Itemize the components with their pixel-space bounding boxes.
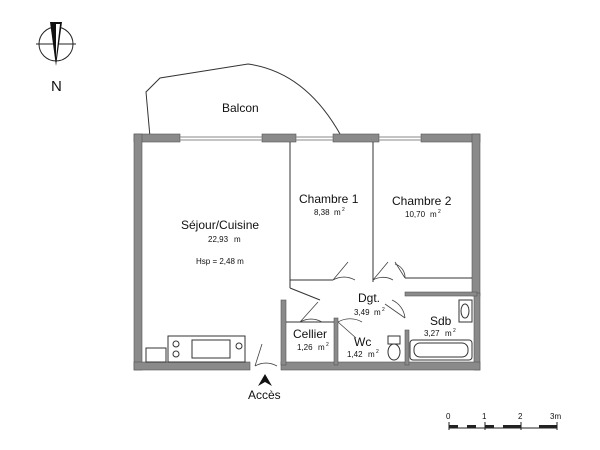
- scale-label-2: 2: [518, 412, 523, 421]
- kitchen-counter: [167, 335, 246, 363]
- doors: [254, 261, 406, 367]
- chambre1-name: Chambre 1: [299, 192, 359, 206]
- wc-name: Wc: [354, 335, 371, 349]
- sejour-labels: Séjour/Cuisine 22,93 m Hsp = 2,48 m: [181, 218, 259, 266]
- sdb-area-sup: 2: [453, 328, 456, 334]
- chambre2-area-unit: m: [430, 210, 437, 219]
- wall-partition-cellier: [280, 299, 287, 366]
- burner-icon-2: [172, 350, 180, 358]
- scale-segment-3: [503, 425, 521, 428]
- sejour-area-unit: m: [234, 235, 241, 244]
- chambre2-labels: Chambre 2 10,70 m 2: [392, 194, 452, 219]
- scale-label-0: 0: [446, 412, 451, 421]
- door-c2-right: [394, 261, 406, 279]
- appliance-icon: [235, 342, 243, 350]
- sdb-name: Sdb: [430, 314, 452, 328]
- sdb-labels: Sdb 3,27 m 2: [424, 314, 456, 338]
- chambre1-area-value: 8,38: [314, 208, 330, 217]
- balcony-outline: [145, 63, 341, 138]
- kitchen: [145, 335, 246, 363]
- bathtub: [409, 339, 473, 361]
- door-c1: [332, 261, 356, 281]
- washbasin-bowl: [460, 303, 470, 319]
- wall-top-c1c2: [332, 133, 380, 143]
- washbasin: [458, 299, 473, 323]
- windows: [180, 136, 421, 141]
- partition-hall: [289, 287, 321, 301]
- north-label: N: [51, 78, 62, 95]
- wc-labels: Wc 1,42 m 2: [347, 335, 379, 359]
- wall-bottom-left: [133, 361, 251, 371]
- sejour-height-note: Hsp = 2,48 m: [196, 257, 244, 266]
- sejour-area-value: 22,93: [208, 235, 229, 244]
- dgt-area-sup: 2: [382, 307, 385, 313]
- wc-area-unit: m: [368, 350, 375, 359]
- door-entrance: [254, 343, 278, 367]
- dgt-area-unit: m: [374, 308, 381, 317]
- cellier-area-sup: 2: [326, 342, 329, 348]
- wc-area-value: 1,42: [347, 350, 363, 359]
- entrance-arrow-icon: [258, 374, 272, 386]
- scale-bar: 0 1 2 3m: [446, 412, 561, 430]
- toilet-bowl: [387, 343, 401, 361]
- burner-icon: [172, 340, 180, 348]
- chambre1-area-sup: 2: [342, 207, 345, 213]
- scale-label-1: 1: [482, 412, 487, 421]
- chambre2-area-sup: 2: [438, 209, 441, 215]
- entrance-label: Accès: [248, 388, 281, 402]
- sejour-name: Séjour/Cuisine: [181, 218, 259, 232]
- door-wc: [337, 318, 363, 339]
- compass: N: [36, 22, 76, 95]
- door-sdb: [384, 299, 406, 319]
- wall-right-lower: [473, 292, 481, 371]
- chambre2-name: Chambre 2: [392, 194, 452, 208]
- balcony-railing: [145, 63, 341, 138]
- wall-partition-wc: [333, 317, 339, 366]
- wall-top-right: [420, 133, 481, 143]
- kitchen-sink: [191, 339, 231, 359]
- entrance: Accès: [248, 374, 281, 402]
- cellier-area-unit: m: [318, 343, 325, 352]
- scale-segment-0: [449, 425, 458, 428]
- dgt-labels: Dgt. 3,49 m 2: [354, 291, 385, 317]
- bathroom-fixtures: [387, 299, 473, 361]
- balcon-label: Balcon: [222, 101, 259, 115]
- north-arrow-highlight: [56, 24, 60, 58]
- wall-bottom-right: [280, 361, 481, 371]
- dgt-name: Dgt.: [358, 291, 380, 305]
- wall-partition-sdb-top: [404, 291, 478, 297]
- scale-segment-2: [485, 425, 494, 428]
- bathtub-inner: [413, 342, 469, 358]
- cellier-name: Cellier: [293, 327, 327, 341]
- scale-label-3: 3m: [550, 412, 561, 421]
- partitions: [286, 142, 472, 323]
- wall-left: [133, 133, 143, 371]
- chambre1-area-unit: m: [334, 208, 341, 217]
- chambre1-labels: Chambre 1 8,38 m 2: [299, 192, 359, 217]
- fridge: [145, 347, 167, 363]
- wall-right: [471, 133, 481, 297]
- sdb-area-value: 3,27: [424, 329, 440, 338]
- door-cellier: [299, 301, 323, 323]
- sdb-area-unit: m: [445, 329, 452, 338]
- dgt-area-value: 3,49: [354, 308, 370, 317]
- toilet-tank: [387, 335, 401, 345]
- chambre2-area-value: 10,70: [405, 210, 426, 219]
- cellier-area-value: 1,26: [297, 343, 313, 352]
- scale-segment-1: [467, 425, 476, 428]
- door-c2: [372, 261, 394, 281]
- wall-top-mid: [261, 133, 297, 143]
- cellier-labels: Cellier 1,26 m 2: [293, 327, 329, 352]
- scale-segment-4: [539, 425, 557, 428]
- wall-partition-wc-right: [404, 329, 410, 366]
- wc-area-sup: 2: [376, 349, 379, 355]
- walls: [133, 133, 481, 371]
